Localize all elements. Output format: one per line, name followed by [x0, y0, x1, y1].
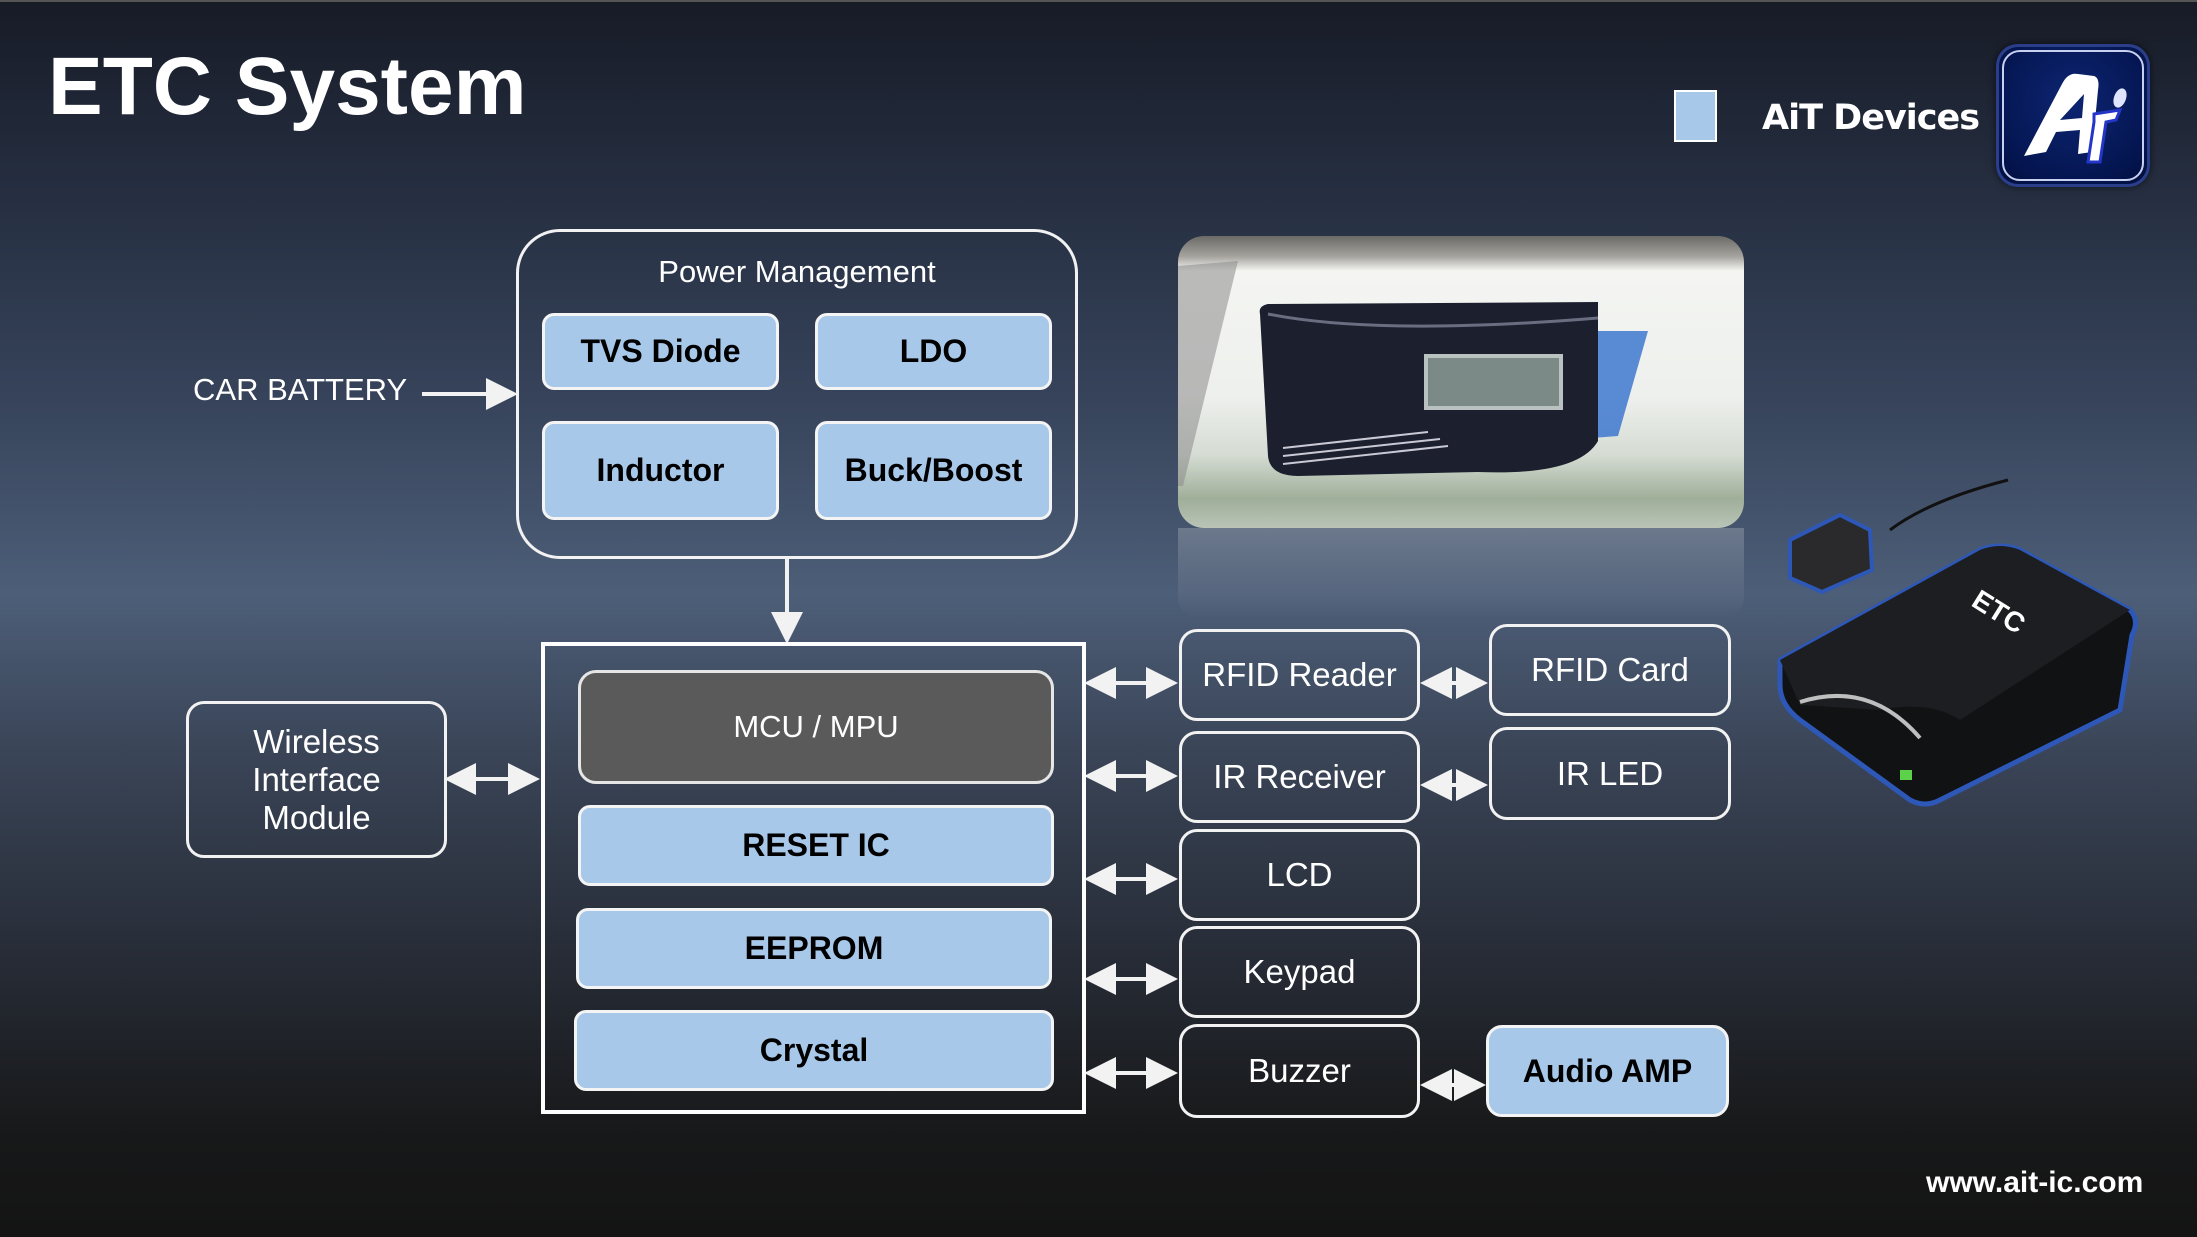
photo-reflection — [1178, 528, 1744, 618]
wireless-line-3: Module — [262, 798, 371, 836]
block-buck-boost[interactable]: Buck/Boost — [815, 421, 1052, 520]
block-mcu-mpu[interactable]: MCU / MPU — [578, 670, 1054, 784]
block-inductor[interactable]: Inductor — [542, 421, 779, 520]
block-wireless-interface-module[interactable]: Wireless Interface Module — [186, 701, 447, 858]
block-audio-amp[interactable]: Audio AMP — [1486, 1025, 1729, 1117]
block-reset-ic[interactable]: RESET IC — [578, 805, 1054, 886]
block-ldo[interactable]: LDO — [815, 313, 1052, 390]
footer-url[interactable]: www.ait-ic.com — [1926, 1166, 2144, 1199]
block-tvs-diode[interactable]: TVS Diode — [542, 313, 779, 390]
top-border — [0, 0, 2197, 2]
block-crystal[interactable]: Crystal — [574, 1010, 1054, 1091]
controller-frame — [541, 642, 1086, 1114]
wireless-line-2: Interface — [252, 760, 381, 798]
page-title: ETC System — [48, 41, 527, 132]
block-buzzer[interactable]: Buzzer — [1179, 1024, 1420, 1118]
etc-device-render: ETC — [1760, 470, 2150, 815]
block-rfid-reader[interactable]: RFID Reader — [1179, 629, 1420, 721]
block-ir-receiver[interactable]: IR Receiver — [1179, 731, 1420, 823]
block-eeprom[interactable]: EEPROM — [576, 908, 1052, 989]
wireless-line-1: Wireless — [253, 722, 380, 760]
etc-windshield-unit-photo — [1178, 236, 1744, 528]
power-management-title: Power Management — [658, 254, 936, 289]
power-management-group: Power Management — [516, 229, 1078, 559]
block-keypad[interactable]: Keypad — [1179, 926, 1420, 1018]
ait-logo-icon — [1996, 44, 2150, 187]
legend-label: AiT Devices — [1762, 98, 1980, 138]
block-rfid-card[interactable]: RFID Card — [1489, 624, 1731, 716]
block-lcd[interactable]: LCD — [1179, 829, 1420, 921]
block-ir-led[interactable]: IR LED — [1489, 727, 1731, 820]
legend-swatch — [1674, 90, 1717, 142]
car-battery-label: CAR BATTERY — [193, 372, 408, 407]
